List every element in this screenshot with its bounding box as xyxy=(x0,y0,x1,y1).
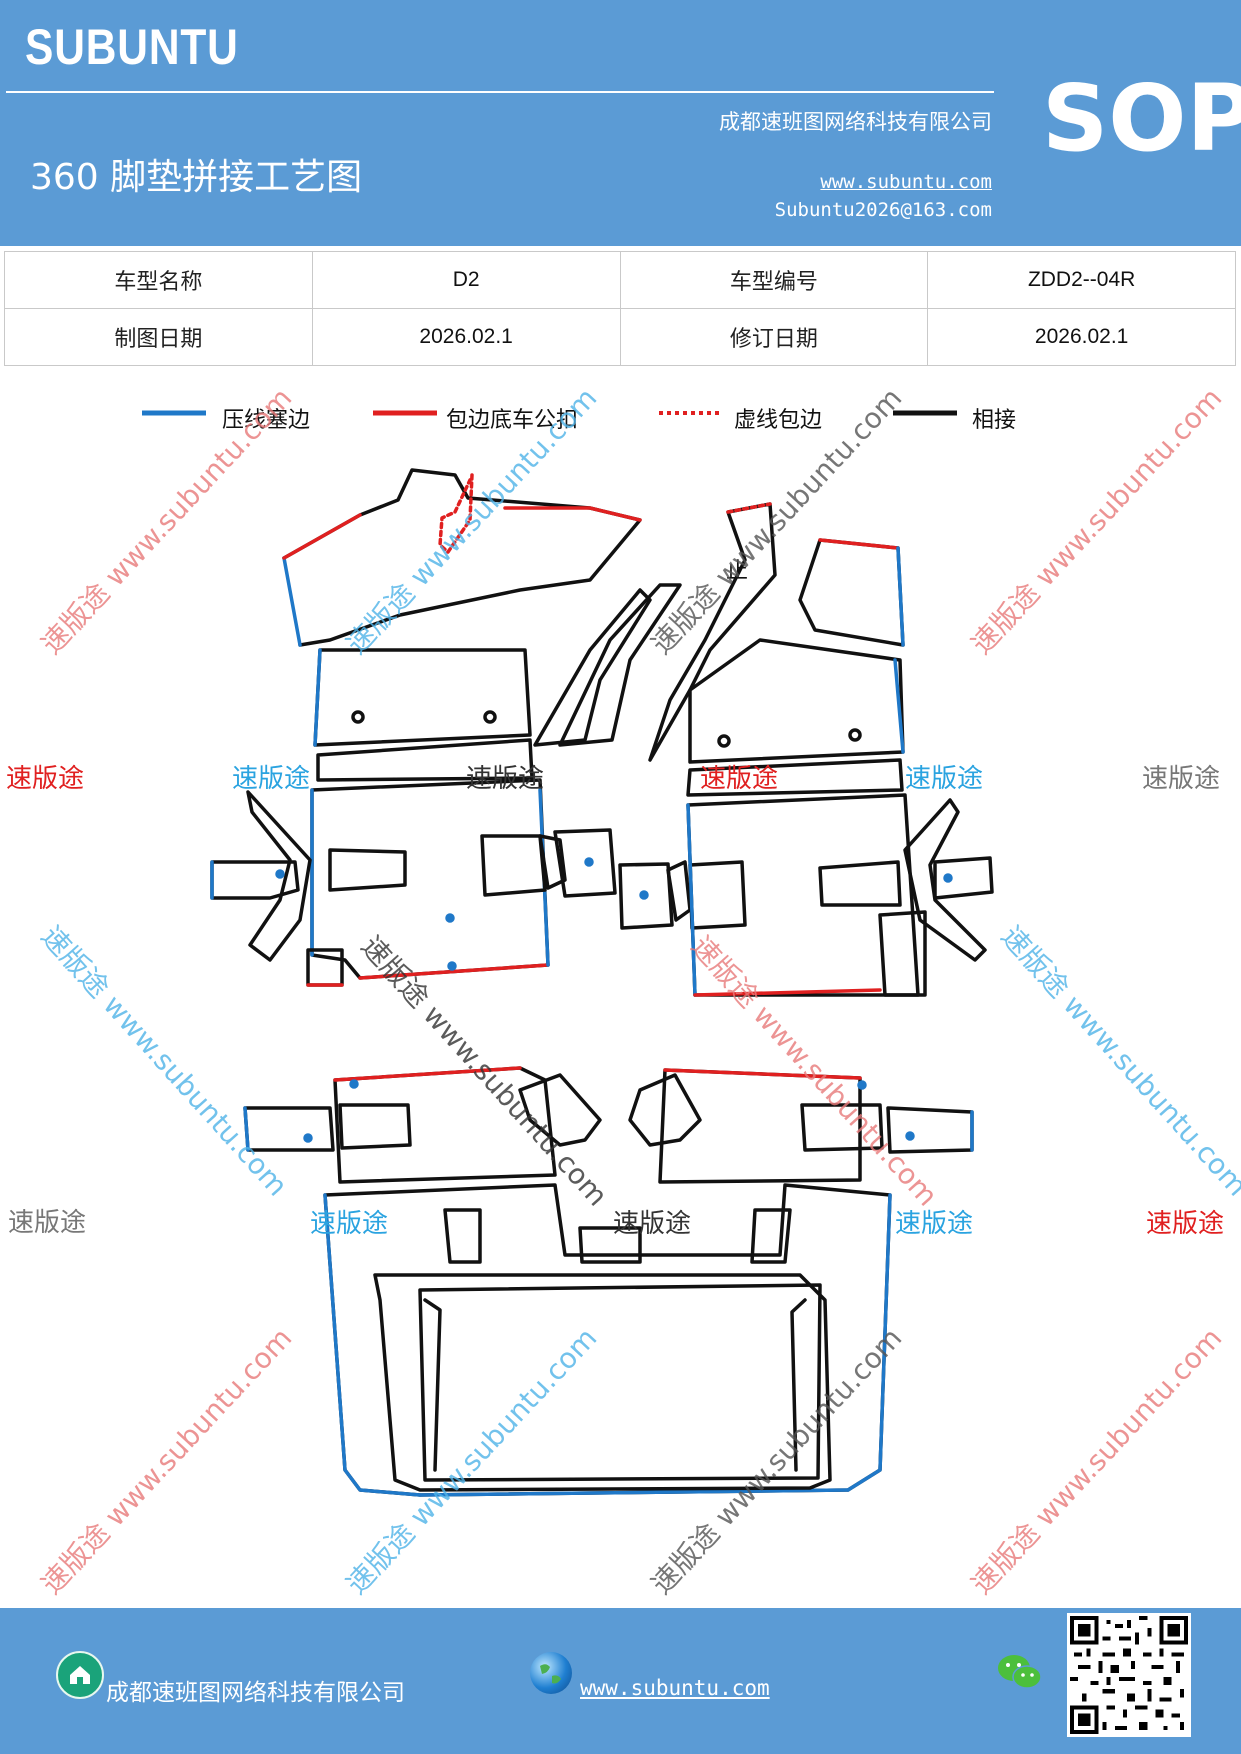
brand-logo: SUBUNTU xyxy=(25,19,239,75)
home-icon xyxy=(56,1651,104,1699)
footer-company-name: 成都速班图网络科技有限公司 xyxy=(106,1680,405,1706)
watermark: 速版途 xyxy=(905,764,984,794)
watermark: 速版途 xyxy=(1146,1209,1225,1239)
wechat-icon xyxy=(996,1652,1044,1692)
website-link[interactable]: www.subuntu.com xyxy=(820,171,992,193)
revise-date-label: 修订日期 xyxy=(619,308,929,366)
legend-label-red: 包边底车公扣 xyxy=(446,408,579,433)
rear-mat xyxy=(323,1183,892,1497)
email-address: Subuntu2026@163.com xyxy=(774,199,992,221)
model-code-label: 车型编号 xyxy=(619,251,929,309)
mat-diagram: 止 xyxy=(210,468,994,1497)
watermark: 速版途 xyxy=(895,1209,974,1239)
footer-website-link[interactable]: www.subuntu.com xyxy=(580,1676,770,1700)
stop-marker: 止 xyxy=(726,559,748,584)
second-row-mats xyxy=(243,1066,974,1184)
model-name-value: D2 xyxy=(311,251,621,309)
legend-label-dotted: 虚线包边 xyxy=(734,408,823,433)
watermark: 速版途 xyxy=(700,764,779,794)
revise-date-value: 2026.02.1 xyxy=(927,308,1236,366)
front-right-mat xyxy=(648,502,994,997)
watermark: 速版途 xyxy=(310,1209,389,1239)
draw-date-value: 2026.02.1 xyxy=(311,308,621,366)
watermark: 速版途 xyxy=(613,1209,692,1239)
qr-code[interactable] xyxy=(1067,1613,1191,1737)
page-title: 360 脚垫拼接工艺图 xyxy=(30,157,363,198)
legend-label-black: 相接 xyxy=(972,408,1017,433)
legend-lines xyxy=(142,410,957,416)
table-row: 车型名称 D2 车型编号 ZDD2--04R xyxy=(4,251,1236,309)
center-pieces xyxy=(480,828,747,930)
watermark: 速版途 xyxy=(8,1208,87,1238)
info-table: 车型名称 D2 车型编号 ZDD2--04R 制图日期 2026.02.1 修订… xyxy=(4,251,1236,366)
legend-label-blue: 压线塞边 xyxy=(222,408,311,433)
watermark: 速版途 xyxy=(466,764,545,794)
draw-date-label: 制图日期 xyxy=(4,308,313,366)
model-name-label: 车型名称 xyxy=(4,251,313,309)
watermark: 速版途 xyxy=(232,764,311,794)
sop-badge: SOP xyxy=(1042,65,1241,172)
header-banner xyxy=(0,0,1241,246)
company-name: 成都速班图网络科技有限公司 xyxy=(719,110,992,134)
header-divider xyxy=(6,91,994,93)
globe-icon xyxy=(530,1652,572,1694)
watermark: 速版途 xyxy=(6,764,85,794)
model-code-value: ZDD2--04R xyxy=(927,251,1236,309)
table-row: 制图日期 2026.02.1 修订日期 2026.02.1 xyxy=(4,308,1236,366)
watermark: 速版途 xyxy=(1142,764,1221,794)
